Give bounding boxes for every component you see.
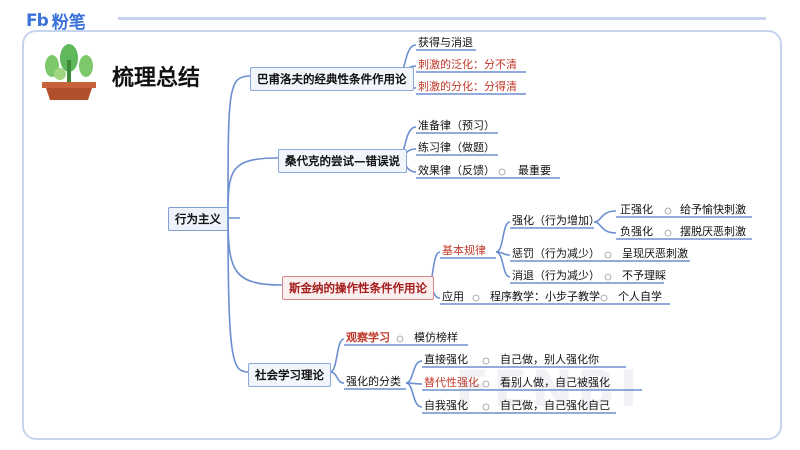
b2-item-1: 练习律（做题） (418, 141, 495, 154)
brand: Fb 粉笔 (26, 8, 86, 34)
b3-pos: 正强化 (620, 203, 653, 216)
b4-self-desc: 自己做，自己强化自己 (500, 399, 610, 412)
b4-direct-desc: 自己做，别人强化你 (500, 353, 599, 366)
b2-item-0: 准备律（预习） (418, 119, 495, 132)
plant-pot-icon (42, 44, 96, 100)
b1-item-1: 刺激的泛化：分不清 (418, 58, 517, 71)
b3-extinct-desc: 不予理睬 (622, 269, 666, 282)
branch-skinner: 斯金纳的操作性条件作用论 (282, 276, 434, 300)
b3-apply: 应用 (442, 290, 464, 303)
slide-frame (22, 30, 782, 440)
brand-logo: Fb (26, 10, 49, 31)
b1-item-2: 刺激的分化：分得清 (418, 80, 517, 93)
b3-punish: 惩罚（行为减少） (512, 247, 600, 260)
branch-pavlov: 巴甫洛夫的经典性条件作用论 (250, 67, 414, 91)
b3-punish-desc: 呈现厌恶刺激 (622, 247, 688, 260)
branch-social-learning: 社会学习理论 (248, 363, 331, 387)
header-divider (118, 17, 766, 20)
page-title: 梳理总结 (112, 66, 201, 91)
b4-direct: 直接强化 (424, 353, 468, 366)
b2-note: 最重要 (518, 164, 551, 177)
b4-vicar: 替代性强化 (424, 376, 479, 389)
b2-item-2: 效果律（反馈） (418, 164, 495, 177)
b3-neg: 负强化 (620, 225, 653, 238)
b4-model: 模仿榜样 (414, 331, 458, 344)
b3-extinct: 消退（行为减少） (512, 269, 600, 282)
b4-self: 自我强化 (424, 399, 468, 412)
b4-vicar-desc: 看别人做，自己被强化 (500, 376, 610, 389)
b3-basic: 基本规律 (442, 244, 486, 257)
b1-item-0: 获得与消退 (418, 36, 473, 49)
b4-types: 强化的分类 (346, 375, 401, 388)
b3-self: 个人自学 (618, 290, 662, 303)
root-node: 行为主义 (168, 207, 228, 231)
b3-program: 程序教学：小步子教学 (490, 290, 600, 303)
b3-pos-desc: 给予愉快刺激 (680, 203, 746, 216)
brand-name: 粉笔 (51, 13, 86, 33)
branch-thorndike: 桑代克的尝试—错误说 (278, 149, 407, 173)
b3-reinforce: 强化（行为增加） (512, 214, 600, 227)
b4-observe: 观察学习 (346, 331, 390, 344)
b3-neg-desc: 摆脱厌恶刺激 (680, 225, 746, 238)
